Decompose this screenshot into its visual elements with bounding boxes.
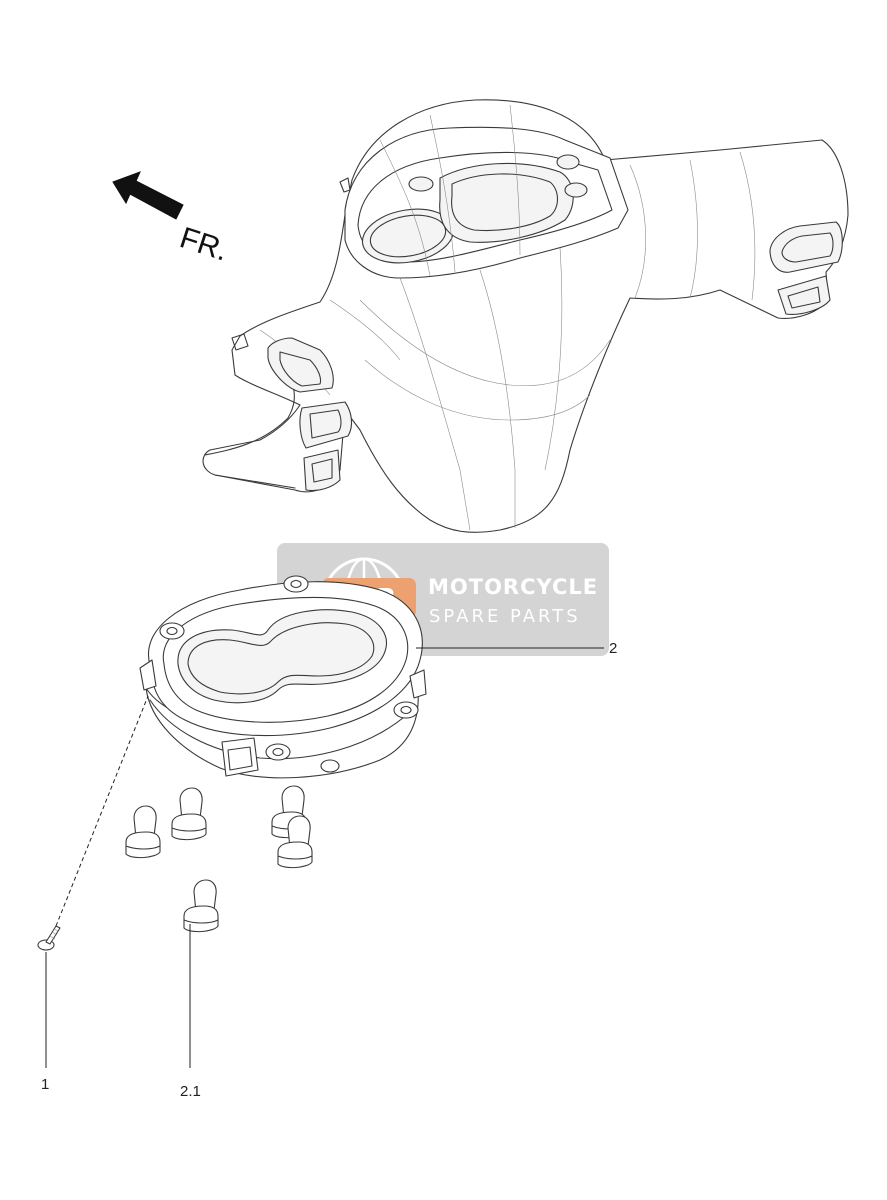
front-arrow-icon [112, 171, 184, 220]
callout-part-1: 1 [41, 1076, 49, 1093]
callouts: 1 2 2.1 [41, 640, 617, 1100]
bulb-socket [277, 815, 313, 869]
callout-part-2-1: 2.1 [180, 1083, 201, 1100]
direction-label: FR. [176, 221, 232, 267]
callout-part-2: 2 [609, 640, 617, 657]
instrument-cluster [139, 575, 427, 779]
watermark-title: MOTORCYCLE [428, 575, 598, 599]
bulb-socket [183, 879, 219, 933]
front-direction-indicator: FR. [112, 171, 232, 268]
bulb-socket [125, 805, 161, 859]
bulb-socket [171, 787, 207, 841]
handlebar-cover [202, 99, 849, 533]
watermark-subtitle: SPARE PARTS [429, 606, 581, 627]
screw-assembly-path [55, 695, 149, 927]
bulb-sockets [125, 785, 313, 933]
screw [37, 925, 61, 951]
